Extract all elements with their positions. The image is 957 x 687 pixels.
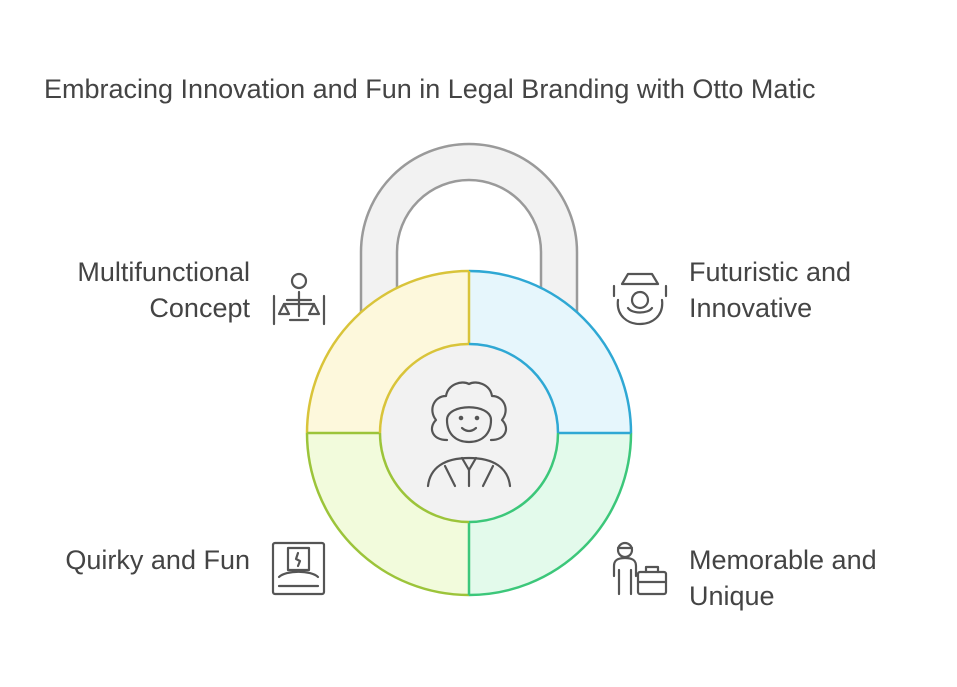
padlock-shackle <box>359 142 579 332</box>
center-circle <box>380 344 558 522</box>
label-multifunctional: Multifunctional Concept <box>77 257 250 323</box>
label-quirky: Quirky and Fun <box>65 545 250 575</box>
arc-memorable <box>468 432 633 597</box>
arc-futuristic <box>468 269 633 434</box>
diagram-title: Embracing Innovation and Fun in Legal Br… <box>44 74 816 104</box>
framed-picture-icon <box>271 541 326 596</box>
judge-with-wig-icon <box>426 381 512 488</box>
label-memorable: Memorable and Unique <box>689 545 877 611</box>
scales-of-justice-icon <box>272 272 326 326</box>
label-futuristic: Futuristic and Innovative <box>689 257 852 323</box>
arc-quirky <box>305 432 470 597</box>
robot-hands-icon <box>612 272 668 326</box>
person-briefcase-icon <box>612 541 668 596</box>
arc-multifunctional <box>305 269 470 434</box>
